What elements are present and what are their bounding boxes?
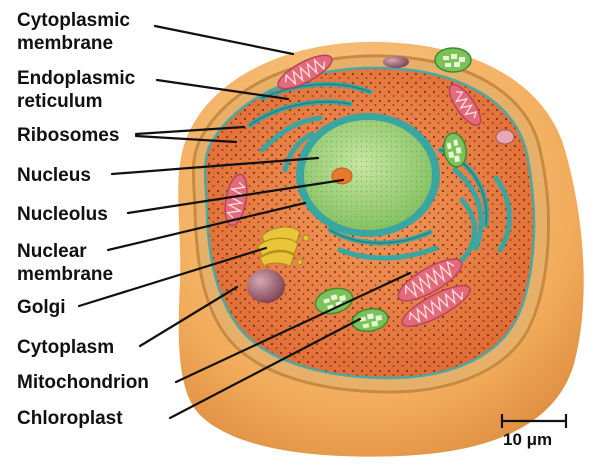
label-nuclear-membrane-line1: Nuclear xyxy=(17,241,87,262)
chloroplasts xyxy=(314,47,472,333)
label-golgi: Golgi xyxy=(17,297,66,318)
vacuole xyxy=(247,269,285,303)
vesicle-2 xyxy=(495,129,515,145)
label-mitochondrion: Mitochondrion xyxy=(17,372,149,393)
label-cytoplasm: Cytoplasm xyxy=(17,337,115,358)
label-cytoplasmic-membrane-line1: Cytoplasmic xyxy=(17,10,130,31)
label-nucleolus: Nucleolus xyxy=(17,204,108,225)
vesicle xyxy=(383,56,409,68)
label-endoplasmic-reticulum-line2: reticulum xyxy=(17,91,103,112)
scale-bar xyxy=(500,414,568,428)
label-nuclear-membrane: Nuclear membrane xyxy=(17,240,113,286)
label-cytoplasmic-membrane: Cytoplasmic membrane xyxy=(17,9,130,55)
label-ribosomes: Ribosomes xyxy=(17,125,120,146)
label-nucleus: Nucleus xyxy=(17,165,91,186)
label-endoplasmic-reticulum-line1: Endoplasmic xyxy=(17,68,136,89)
mitochondria xyxy=(224,54,482,328)
label-endoplasmic-reticulum: Endoplasmic reticulum xyxy=(17,67,135,113)
leader-lines xyxy=(77,24,412,420)
scale-bar-label: 10 μm xyxy=(503,430,553,449)
label-nuclear-membrane-line2: membrane xyxy=(17,264,114,285)
label-chloroplast: Chloroplast xyxy=(17,408,123,429)
label-cytoplasmic-membrane-line2: membrane xyxy=(17,33,114,54)
golgi-shape xyxy=(257,226,310,267)
